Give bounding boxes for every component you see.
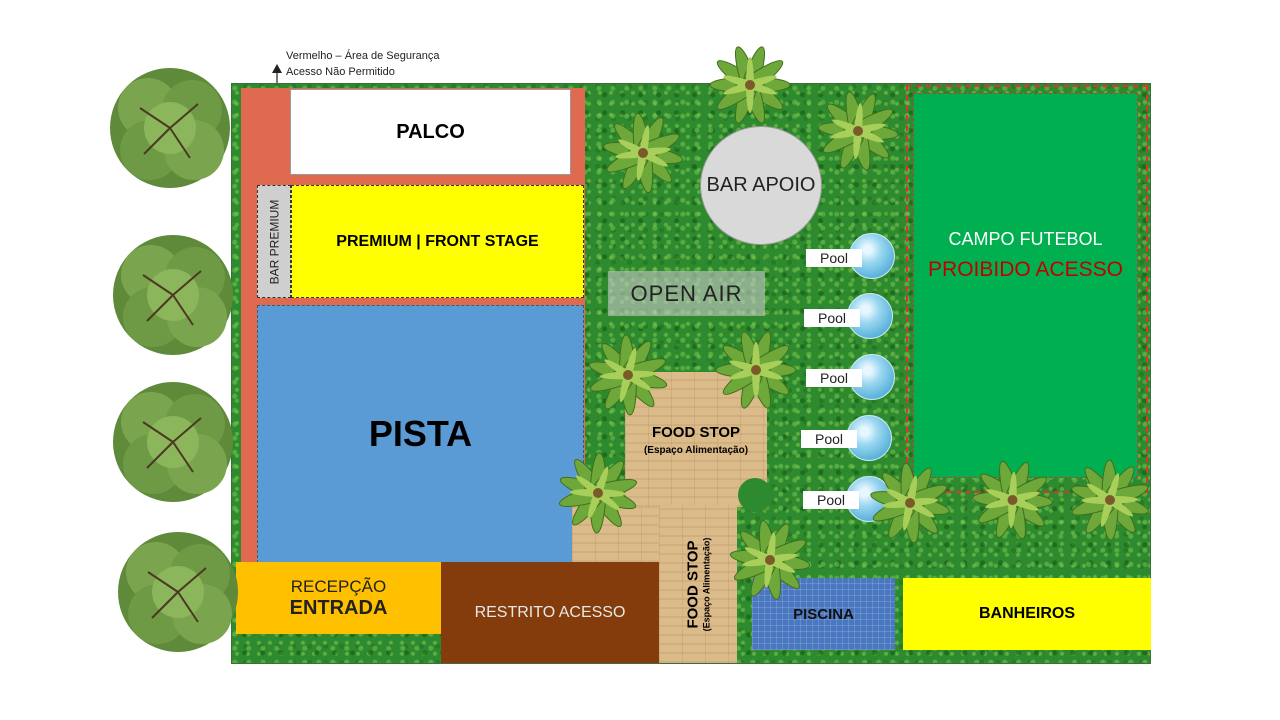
palm-tree-icon bbox=[817, 91, 899, 171]
palm-tree-icon bbox=[558, 452, 638, 534]
banheiros-label: BANHEIROS bbox=[978, 605, 1075, 622]
food-stop-1-title: FOOD STOP bbox=[651, 423, 741, 441]
palco-stage: PALCO bbox=[290, 89, 571, 175]
palm-tree-icon bbox=[972, 460, 1053, 540]
palm-tree-icon bbox=[603, 112, 683, 194]
entrada-label: ENTRADA bbox=[289, 596, 388, 619]
campo-futebol: CAMPO FUTEBOL PROIBIDO ACESSO bbox=[913, 93, 1138, 478]
pool-label-1: Pool bbox=[806, 249, 862, 267]
palm-tree-icon bbox=[588, 334, 668, 416]
recepcao-label: RECEPÇÃO bbox=[290, 576, 387, 596]
food-stop-2-subtitle: (Espaço Alimentação) bbox=[701, 537, 712, 631]
tree-icon bbox=[118, 532, 238, 652]
open-air-label: OPEN AIR bbox=[630, 280, 743, 306]
bar-apoio: BAR APOIO bbox=[700, 126, 822, 245]
campo-title: CAMPO FUTEBOL bbox=[948, 229, 1103, 249]
pista-dance-floor: PISTA bbox=[257, 305, 584, 563]
legend-line-2: Acesso Não Permitido bbox=[286, 66, 395, 78]
restrito-label: RESTRITO ACESSO bbox=[474, 603, 626, 621]
bar-apoio-label: BAR APOIO bbox=[706, 174, 816, 196]
campo-warning: PROIBIDO ACESSO bbox=[928, 258, 1123, 281]
pool-label-5: Pool bbox=[803, 491, 859, 509]
food-stop-notch bbox=[738, 478, 772, 512]
pool-label-3: Pool bbox=[806, 369, 862, 387]
palm-tree-icon bbox=[870, 462, 950, 544]
restrito-acesso: RESTRITO ACESSO bbox=[441, 562, 659, 663]
tree-icon bbox=[113, 235, 233, 355]
bar-premium-label: BAR PREMIUM bbox=[267, 199, 281, 284]
food-stop-2-title: FOOD STOP bbox=[684, 539, 702, 629]
legend-line-1: Vermelho – Área de Segurança bbox=[286, 50, 440, 62]
recepcao-entrada: RECEPÇÃO ENTRADA bbox=[236, 562, 441, 634]
map-legend: Vermelho – Área de Segurança Acesso Não … bbox=[286, 48, 440, 80]
pool-label-4: Pool bbox=[801, 430, 857, 448]
piscina: PISCINA bbox=[752, 578, 895, 650]
piscina-label: PISCINA bbox=[793, 605, 854, 623]
tree-icon bbox=[113, 382, 233, 502]
tree-icon bbox=[110, 68, 230, 188]
palm-tree-icon bbox=[729, 520, 811, 600]
food-stop-1-subtitle: (Espaço Alimentação) bbox=[643, 444, 749, 456]
premium-label: PREMIUM | FRONT STAGE bbox=[336, 232, 539, 250]
palco-label: PALCO bbox=[396, 120, 465, 143]
palm-tree-icon bbox=[709, 46, 791, 124]
bar-premium: BAR PREMIUM bbox=[257, 185, 291, 298]
food-stop-2: FOOD STOP (Espaço Alimentação) bbox=[659, 505, 737, 663]
pista-label: PISTA bbox=[368, 413, 473, 454]
palm-tree-icon bbox=[715, 331, 797, 409]
open-air-area: OPEN AIR bbox=[608, 271, 765, 316]
pool-icon bbox=[846, 415, 892, 461]
premium-front-stage: PREMIUM | FRONT STAGE bbox=[291, 185, 584, 298]
palm-tree-icon bbox=[1071, 459, 1149, 541]
banheiros: BANHEIROS bbox=[903, 578, 1151, 650]
pool-label-2: Pool bbox=[804, 309, 860, 327]
